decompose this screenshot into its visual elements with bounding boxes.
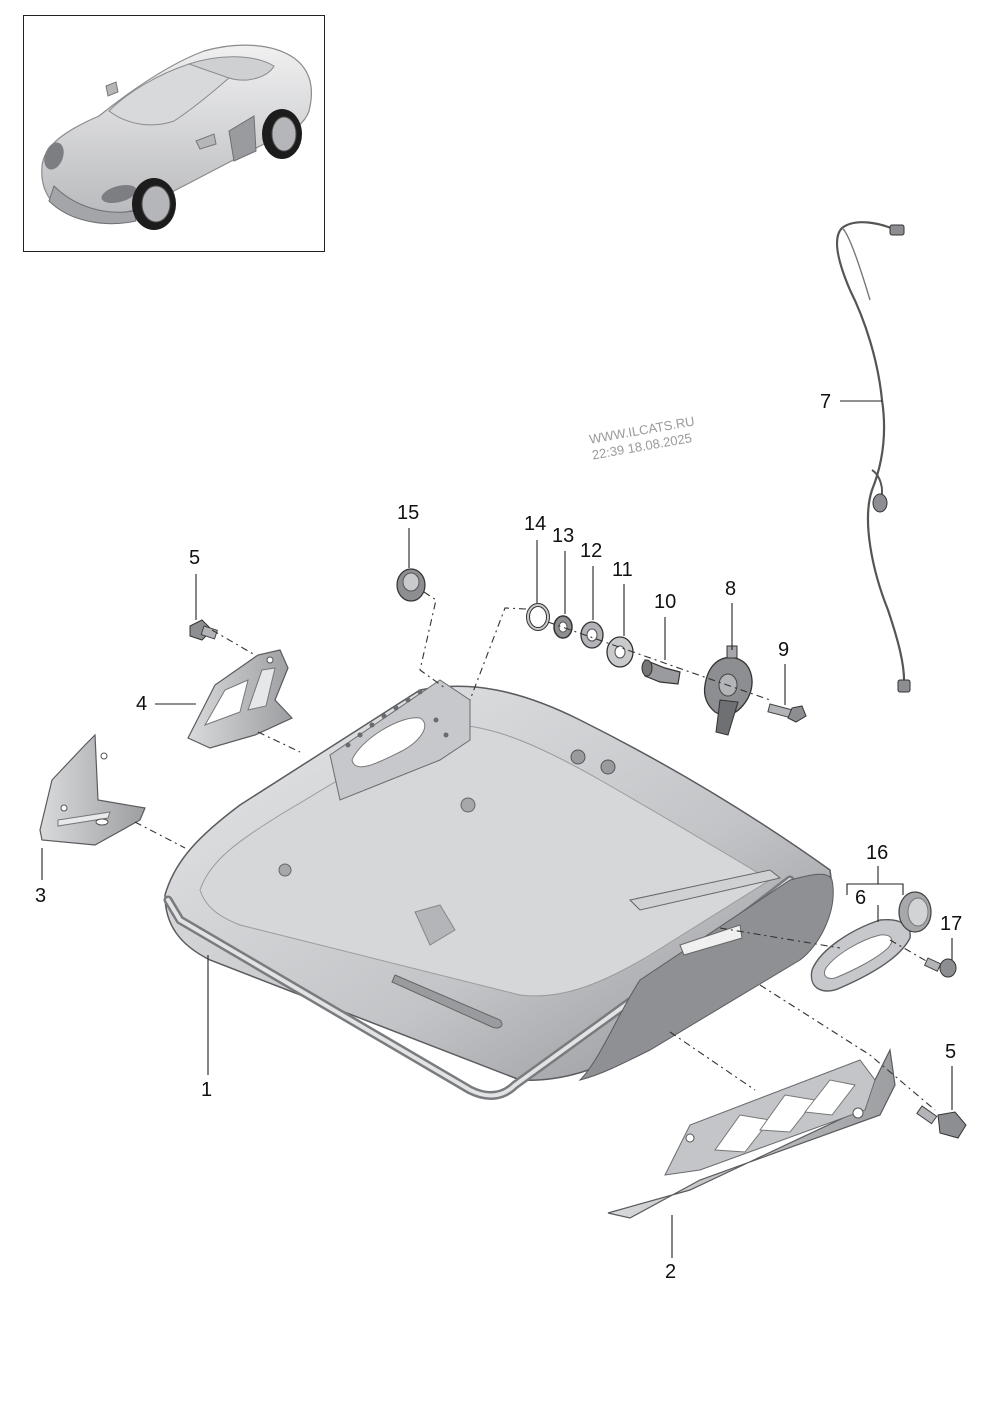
callout-14[interactable]: 14 [524,513,547,535]
part-11-washer[interactable] [606,636,634,668]
part-7-wiring-harness[interactable] [835,221,911,693]
part-13-spacer[interactable] [553,615,573,639]
vehicle-thumbnail[interactable] [23,15,325,252]
part-4-hinge-bracket[interactable] [187,649,294,749]
part-16-knob[interactable] [898,891,932,933]
callout-1[interactable]: 1 [201,1079,213,1101]
part-8-adjuster[interactable] [703,645,753,736]
callout-3[interactable]: 3 [35,885,47,907]
callout-10[interactable]: 10 [654,591,677,613]
leader-lines [41,400,953,1258]
part-1-seat-pan[interactable] [163,679,834,1100]
callout-9[interactable]: 9 [778,639,790,661]
part-14-washer[interactable] [526,603,550,631]
callout-11[interactable]: 11 [612,559,633,581]
part-10-pin[interactable] [641,659,681,685]
callout-2[interactable]: 2 [665,1261,677,1283]
assembly-lines [134,591,936,1111]
part-5-bolt-lower[interactable] [916,1105,967,1139]
callout-5-upper[interactable]: 5 [189,547,201,569]
part-17-screw[interactable] [923,957,957,978]
callout-8[interactable]: 8 [725,578,737,600]
part-12-washer[interactable] [580,621,604,649]
car-illustration [41,44,312,230]
callout-13[interactable]: 13 [552,525,575,547]
part-9-bolt[interactable] [767,703,807,723]
part-15-bushing[interactable] [396,568,426,602]
part-2-rail-bracket[interactable] [607,1048,896,1219]
callout-17[interactable]: 17 [940,913,963,935]
callout-12[interactable]: 12 [580,540,603,562]
callout-7[interactable]: 7 [820,391,832,413]
part-3-front-bracket[interactable] [39,733,146,846]
callout-5-lower[interactable]: 5 [945,1041,957,1063]
part-5-bolt-upper[interactable] [189,619,218,641]
callout-15[interactable]: 15 [397,502,420,524]
callout-6[interactable]: 6 [855,887,867,909]
part-6-handle-bezel[interactable] [810,918,911,992]
callout-4[interactable]: 4 [136,693,148,715]
callout-16[interactable]: 16 [866,842,889,864]
